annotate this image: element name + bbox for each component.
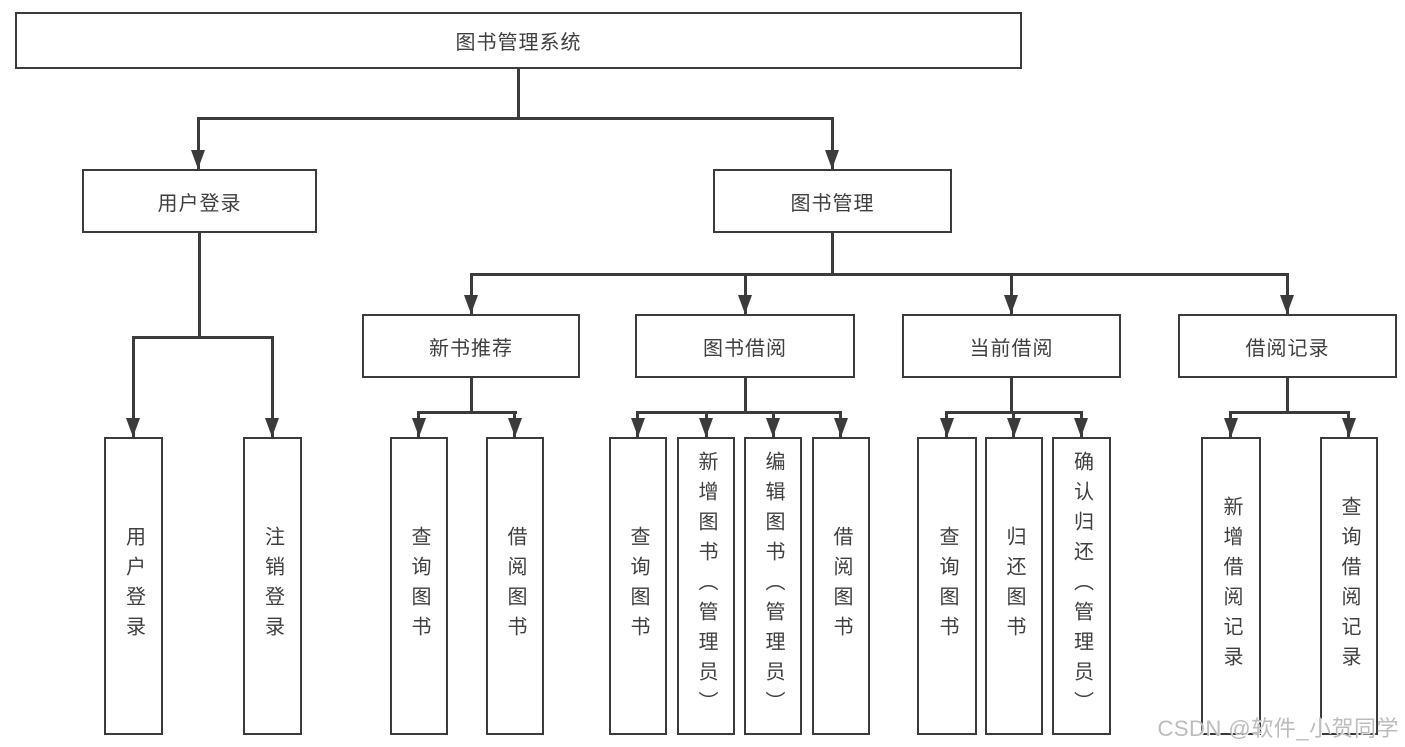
connector-line <box>1229 411 1350 414</box>
connector-line <box>1010 378 1013 414</box>
node-label: 确认归还（管理员） <box>1070 451 1093 721</box>
node-label: 编辑图书（管理员） <box>762 451 784 721</box>
arrow-down-icon <box>265 418 279 437</box>
arrow-down-icon <box>508 418 522 437</box>
connector-line <box>470 273 1289 276</box>
arrow-down-icon <box>699 418 713 437</box>
node-book-management: 图书管理 <box>713 169 952 233</box>
arrow-down-icon <box>1342 418 1356 437</box>
node-records-add-borrow-record: 新增借阅记录 <box>1201 437 1261 735</box>
connector-line <box>1286 378 1289 414</box>
node-records-query-borrow-record: 查询借阅记录 <box>1320 437 1378 735</box>
connector-line <box>470 273 473 314</box>
node-label: 用户登录 <box>122 526 145 646</box>
node-label: 借阅图书 <box>830 526 852 646</box>
node-leaf-logout-login: 注销登录 <box>243 437 302 735</box>
connector-line <box>831 233 834 276</box>
arrow-down-icon <box>412 418 426 437</box>
node-book-borrowing: 图书借阅 <box>635 314 855 378</box>
node-user-login: 用户登录 <box>82 169 317 233</box>
arrow-down-icon <box>940 418 954 437</box>
connector-line <box>417 411 517 414</box>
node-newbook-query-books: 查询图书 <box>390 437 448 735</box>
arrow-down-icon <box>738 295 752 314</box>
arrow-down-icon <box>1007 418 1021 437</box>
connector-line <box>271 336 274 437</box>
node-borrowing-add-books-admin: 新增图书（管理员） <box>677 437 735 735</box>
connector-line <box>744 378 747 414</box>
node-leaf-user-login: 用户登录 <box>104 437 163 735</box>
arrow-down-icon <box>1004 295 1018 314</box>
arrow-down-icon <box>1224 418 1238 437</box>
node-current-borrowing: 当前借阅 <box>902 314 1121 378</box>
node-borrowing-edit-books-admin: 编辑图书（管理员） <box>744 437 802 735</box>
connector-line <box>831 117 834 169</box>
node-label: 新增借阅记录 <box>1220 496 1242 676</box>
node-library-management-system: 图书管理系统 <box>15 12 1022 69</box>
arrow-down-icon <box>1074 418 1088 437</box>
node-borrowing-query-books: 查询图书 <box>609 437 667 735</box>
node-current-return-books: 归还图书 <box>985 437 1043 735</box>
node-label: 查询图书 <box>408 526 430 646</box>
arrow-down-icon <box>464 295 478 314</box>
node-newbook-borrow-books: 借阅图书 <box>486 437 544 735</box>
arrow-down-icon <box>1280 295 1294 314</box>
node-label: 查询图书 <box>936 526 958 646</box>
watermark: CSDN @软件_小贺同学 <box>1157 716 1399 741</box>
node-borrowing-borrow-books: 借阅图书 <box>812 437 870 735</box>
node-current-query-books: 查询图书 <box>917 437 977 735</box>
connector-line <box>636 411 842 414</box>
connector-line <box>132 336 274 339</box>
connector-line <box>744 273 747 314</box>
connector-line <box>197 117 834 120</box>
node-current-confirm-return-admin: 确认归还（管理员） <box>1052 437 1111 735</box>
connector-line <box>198 232 201 339</box>
arrow-down-icon <box>191 150 205 169</box>
arrow-down-icon <box>766 418 780 437</box>
connector-line <box>1286 273 1289 314</box>
node-label: 查询图书 <box>627 526 649 646</box>
node-new-book-recommend: 新书推荐 <box>362 314 580 378</box>
connector-line <box>1010 273 1013 314</box>
connector-line <box>197 117 200 169</box>
node-label: 注销登录 <box>261 526 284 646</box>
node-label: 归还图书 <box>1003 526 1025 646</box>
node-borrow-records: 借阅记录 <box>1178 314 1397 378</box>
connector-line <box>132 336 135 437</box>
connector-line <box>470 378 473 414</box>
node-label: 新增图书（管理员） <box>695 451 717 721</box>
arrow-down-icon <box>825 150 839 169</box>
node-label: 查询借阅记录 <box>1338 496 1360 676</box>
connector-line <box>517 69 520 120</box>
arrow-down-icon <box>126 418 140 437</box>
node-label: 借阅图书 <box>504 526 526 646</box>
arrow-down-icon <box>631 418 645 437</box>
arrow-down-icon <box>834 418 848 437</box>
